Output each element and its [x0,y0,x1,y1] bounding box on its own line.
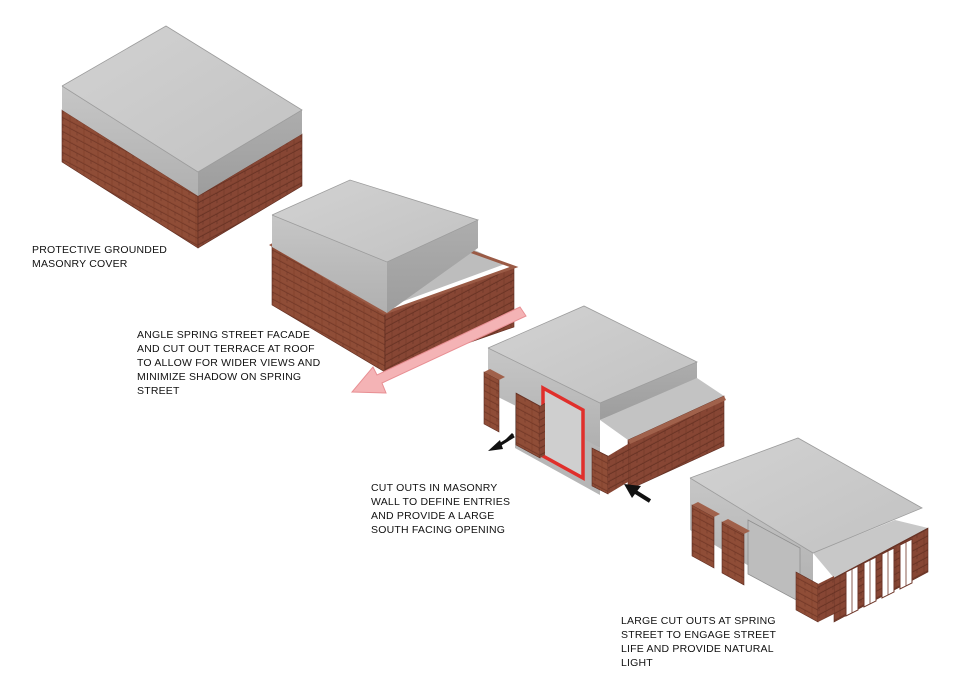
caption-large-cut-outs: LARGE CUT OUTS AT SPRING STREET TO ENGAG… [621,614,776,670]
caption-line: AND PROVIDE A LARGE [371,510,495,522]
caption-line: STREET TO ENGAGE STREET [621,629,777,641]
caption-line: AND CUT OUT TERRACE AT ROOF [137,343,315,355]
caption-cut-outs-entries: CUT OUTS IN MASONRY WALL TO DEFINE ENTRI… [371,481,510,537]
massing-step-2 [269,179,519,373]
caption-line: LIGHT [621,657,653,669]
caption-line: MINIMIZE SHADOW ON SPRING [137,371,302,383]
caption-line: PROTECTIVE GROUNDED [32,244,168,256]
caption-line: LIFE AND PROVIDE NATURAL [621,643,774,655]
caption-line: CUT OUTS IN MASONRY [371,482,498,494]
caption-line: SOUTH FACING OPENING [371,524,506,536]
entry-arrow-black [488,433,515,451]
direction-arrow-pink [350,306,527,394]
tall-window-openings [845,538,913,617]
caption-line: ANGLE SPRING STREET FACADE [137,329,311,341]
massing-step-3 [483,305,726,495]
caption-line: WALL TO DEFINE ENTRIES [371,496,511,508]
caption-angle-facade: ANGLE SPRING STREET FACADE AND CUT OUT T… [137,328,320,398]
caption-line: MASONRY COVER [32,258,128,270]
entry-arrow-black [624,484,652,503]
caption-line: LARGE CUT OUTS AT SPRING [621,615,776,627]
caption-line: STREET [137,385,180,397]
massing-step-4 [689,437,929,623]
massing-step-1 [61,25,303,249]
caption-protective-masonry: PROTECTIVE GROUNDED MASONRY COVER [32,243,167,271]
caption-line: TO ALLOW FOR WIDER VIEWS AND [137,357,321,369]
